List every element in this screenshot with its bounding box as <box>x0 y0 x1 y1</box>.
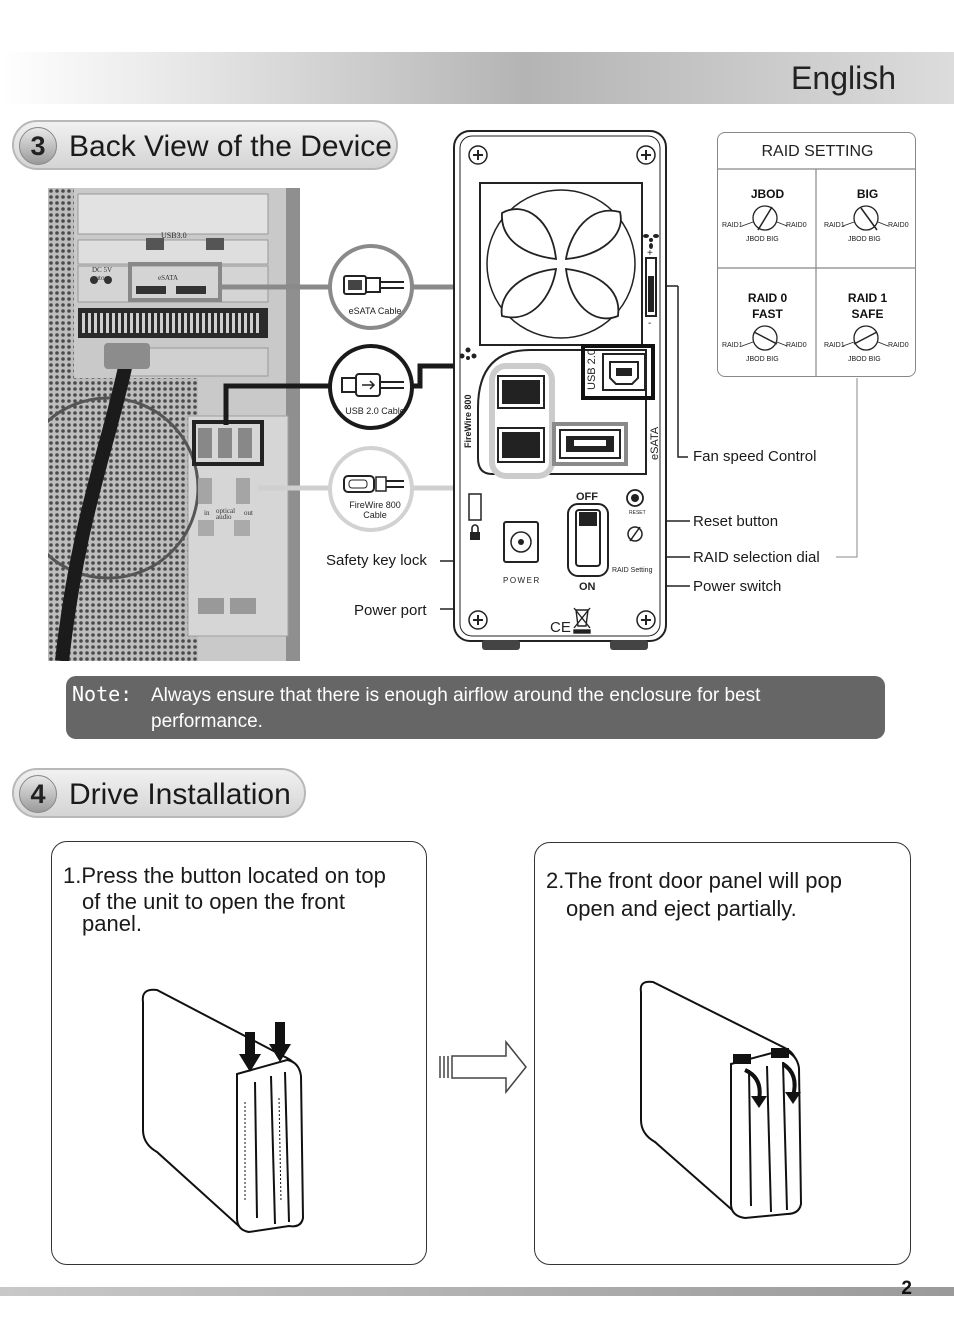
power-on-label: ON <box>579 581 596 593</box>
section-4-heading: 4 Drive Installation <box>12 768 306 818</box>
power-port-label: POWER <box>503 576 541 585</box>
raid-mode-jbod-left: RAID1 <box>722 222 743 229</box>
note-text: Always ensure that there is enough airfl… <box>151 685 761 732</box>
firewire-cable-label-line1: FireWire 800 <box>349 500 401 510</box>
section-3-number: 3 <box>19 127 57 165</box>
raid-mode-raid0-bottom: JBOD BIG <box>746 356 779 363</box>
next-step-arrow-icon <box>439 1040 527 1094</box>
usb-port-label: USB 2.0 <box>586 349 598 390</box>
note-box: Note: Always ensure that there is enough… <box>66 676 885 739</box>
fan-speed-callout: Fan speed Control <box>693 448 817 465</box>
fan-minus-label: - <box>648 318 651 329</box>
raid-mode-raid0-left: RAID1 <box>722 342 743 349</box>
usb-cable-label: USB 2.0 Cable <box>345 406 405 416</box>
pc-esata-label: eSATA <box>158 274 178 282</box>
esata-cable-icon <box>343 275 404 295</box>
enclosure-open-illustration <box>639 980 803 1220</box>
step-1-box: 1.Press the button located on top of the… <box>51 841 427 1265</box>
pc-out-label: out <box>244 509 253 517</box>
raid-setting-panel: RAID SETTING JBOD RAID1 RAID0 JBOD BIG B… <box>717 132 916 377</box>
pc-audio-label: audio <box>216 513 232 521</box>
usb-cable-circle: USB 2.0 Cable <box>328 344 414 430</box>
step-2-box: 2.The front door panel will pop open and… <box>534 842 911 1265</box>
firewire-cable-label: FireWire 800 Cable <box>332 500 418 520</box>
raid-mode-raid1-left: RAID1 <box>824 342 845 349</box>
section-4-number: 4 <box>19 775 57 813</box>
raid-grid-lines <box>717 168 916 377</box>
enclosure-press-illustration <box>141 988 305 1234</box>
pc-in-label: in <box>204 509 210 517</box>
fan-plus-label: + <box>647 248 653 259</box>
usb-cable-icon <box>341 373 404 397</box>
step-1-line-2: of the unit to open the front <box>82 889 345 914</box>
note-label: Note: <box>72 682 133 706</box>
header-banner: English <box>0 52 954 104</box>
page-number: 2 <box>901 1278 912 1299</box>
raid-setting-title: RAID SETTING <box>761 143 874 160</box>
down-arrow-icon <box>239 1022 291 1072</box>
firewire-port-label: FireWire 800 <box>463 395 473 448</box>
esata-port-label: eSATA <box>649 426 661 460</box>
esata-cable-label: eSATA Cable <box>348 306 402 316</box>
computer-back-illustration: USB3.0 DC 5V outout eSATA optical audio … <box>48 188 300 661</box>
raid-mode-big-title: BIG <box>856 187 879 201</box>
pc-optical-label: optical <box>216 507 235 515</box>
raid-mode-big-right: RAID0 <box>888 222 909 229</box>
language-title: English <box>791 60 896 96</box>
footer-bar <box>0 1287 954 1296</box>
raid-mode-raid1-right: RAID0 <box>888 342 909 349</box>
firewire-cable-circle: FireWire 800 Cable <box>328 446 414 532</box>
power-switch-callout: Power switch <box>693 578 782 595</box>
firewire-cable-icon <box>343 475 404 493</box>
raid-mode-big-left: RAID1 <box>824 222 845 229</box>
network-symbol-icon <box>459 347 477 360</box>
pc-dc-label: DC 5V <box>92 266 112 274</box>
ce-mark-label: CE <box>550 619 571 636</box>
firewire-cable-label-line2: Cable <box>363 510 387 520</box>
raid-mode-raid1-title: RAID 1 <box>847 291 888 305</box>
fan-blades-icon <box>500 208 622 320</box>
raid-mode-raid0-subtitle: FAST <box>752 307 783 321</box>
raid-mode-jbod-bottom: JBOD BIG <box>746 236 779 243</box>
raid-dial-callout: RAID selection dial <box>693 549 820 566</box>
computer-back-photo: USB3.0 DC 5V outout eSATA optical audio … <box>48 188 300 661</box>
lock-icon <box>470 524 480 540</box>
raid-mode-jbod-title: JBOD <box>750 187 785 201</box>
raid-setting-small-label: RAID Setting <box>612 567 653 574</box>
raid-mode-raid1-bottom: JBOD BIG <box>848 356 881 363</box>
screw-icon <box>468 145 656 630</box>
raid-mode-raid1-subtitle: SAFE <box>851 307 884 321</box>
step-1-line-1: 1.Press the button located on top <box>63 863 386 888</box>
step-2-line-1: 2.The front door panel will pop <box>546 868 842 893</box>
raid-mode-raid0-title: RAID 0 <box>747 291 788 305</box>
section-4-title: Drive Installation <box>69 778 291 811</box>
reset-small-label: RESET <box>629 510 646 516</box>
firewire-port-icon <box>497 375 545 463</box>
raid-mode-big-bottom: JBOD BIG <box>848 236 881 243</box>
power-off-label: OFF <box>576 491 598 503</box>
safety-lock-callout: Safety key lock <box>326 552 427 569</box>
pc-usb3-label: USB3.0 <box>161 231 187 240</box>
section-3-heading: 3 Back View of the Device <box>12 120 398 170</box>
step-1-line-3: panel. <box>82 911 142 936</box>
reset-button-callout: Reset button <box>693 513 779 530</box>
step-2-line-2: open and eject partially. <box>566 896 797 921</box>
raid-mode-jbod-right: RAID0 <box>786 222 807 229</box>
recycle-bin-icon <box>573 607 591 634</box>
power-port-callout: Power port <box>354 602 427 619</box>
esata-cable-circle: eSATA Cable <box>328 244 414 330</box>
device-back-panel: + - FireWire 800 USB 2.0 eSATA POWER OFF… <box>453 130 667 650</box>
section-3-title: Back View of the Device <box>69 130 392 163</box>
fan-icon <box>643 234 659 249</box>
raid-mode-raid0-right: RAID0 <box>786 342 807 349</box>
pc-dc2-label: outout <box>92 274 110 282</box>
